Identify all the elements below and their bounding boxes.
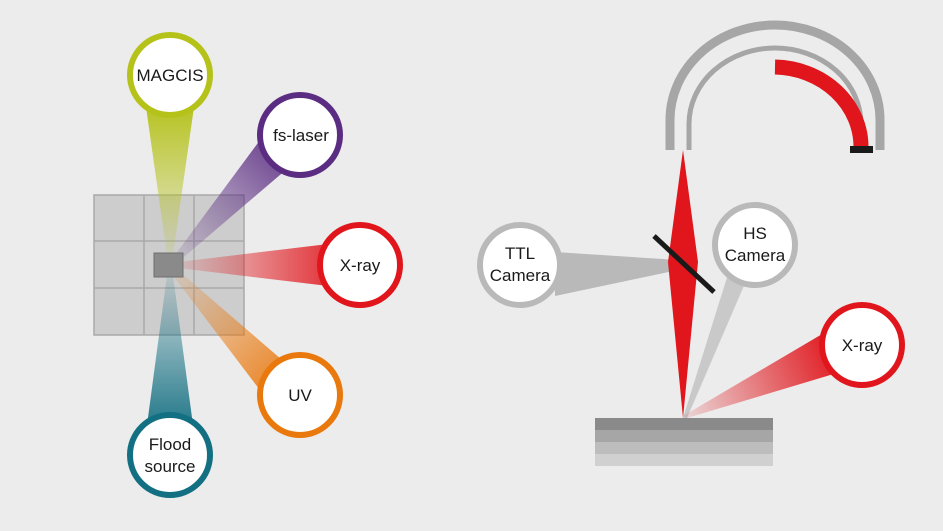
callout-ttl-camera[interactable]: TTL Camera	[477, 222, 563, 308]
label-ttl-line2: Camera	[490, 266, 551, 285]
label-xray-right: X-ray	[842, 336, 883, 355]
beam-hs	[683, 271, 746, 418]
label-fs-laser: fs-laser	[273, 126, 329, 145]
beam-xray-right	[683, 330, 847, 418]
label-flood-line1: Flood	[149, 435, 192, 454]
beam-fs-laser	[169, 128, 294, 268]
beams-right	[555, 150, 847, 418]
callout-xray-right[interactable]: X-ray	[819, 302, 905, 388]
label-flood-line2: source	[144, 457, 195, 476]
beam-xray	[170, 242, 345, 288]
callout-flood-source[interactable]: Flood source	[127, 412, 213, 498]
beam-flood	[145, 268, 195, 440]
label-uv: UV	[288, 386, 312, 405]
callout-uv[interactable]: UV	[257, 352, 343, 438]
callout-hs-camera[interactable]: HS Camera	[712, 202, 798, 288]
beam-magcis	[145, 100, 195, 262]
label-xray-left: X-ray	[340, 256, 381, 275]
mirror	[652, 234, 716, 294]
label-ttl-line1: TTL	[505, 244, 535, 263]
beam-uv	[168, 266, 296, 402]
callout-magcis[interactable]: MAGCIS	[127, 32, 213, 118]
detector-arc	[665, 20, 885, 153]
label-magcis: MAGCIS	[136, 66, 203, 85]
callout-fs-laser[interactable]: fs-laser	[257, 92, 343, 178]
callout-xray-left[interactable]: X-ray	[317, 222, 403, 308]
beams-left	[145, 100, 345, 440]
beam-ttl	[555, 252, 678, 296]
label-hs-line1: HS	[743, 224, 767, 243]
beam-laser	[668, 150, 698, 418]
substrate	[595, 418, 773, 466]
label-hs-line2: Camera	[725, 246, 786, 265]
sample-target	[153, 252, 184, 278]
